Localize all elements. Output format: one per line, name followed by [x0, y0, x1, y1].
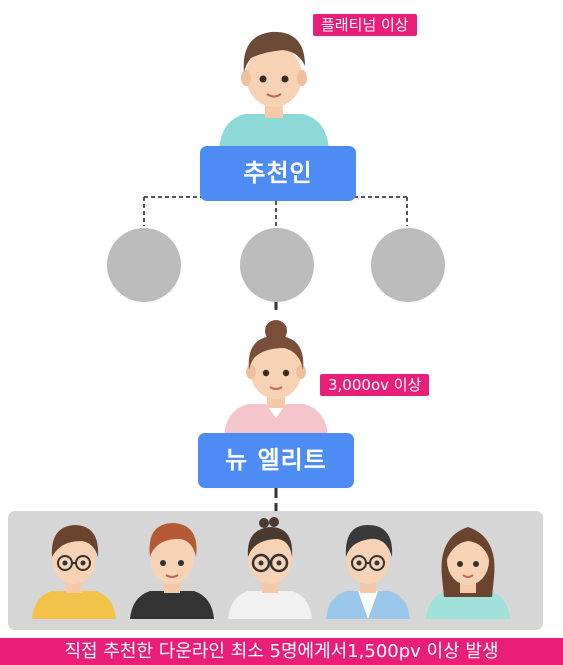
new-elite-label: 뉴 엘리트	[225, 446, 327, 474]
footer-condition-text: 직접 추천한 다운라인 최소 5명에게서1,500pv 이상 발생	[64, 641, 499, 662]
downline-person-2	[130, 523, 214, 619]
recommender-label: 추천인	[243, 159, 313, 187]
footer-condition-banner: 직접 추천한 다운라인 최소 5명에게서1,500pv 이상 발생	[0, 638, 563, 665]
recommender-badge: 플래티넘 이상	[313, 14, 417, 36]
downline-person-1	[32, 525, 116, 619]
placeholder-circle-center	[240, 228, 314, 302]
placeholder-circle-right	[371, 228, 445, 302]
recommender-shirt	[219, 114, 329, 150]
downline-person-3	[228, 517, 312, 619]
recommender-label-box: 추천인	[200, 146, 356, 201]
new-elite-label-box: 뉴 엘리트	[198, 433, 354, 488]
placeholder-circle-left	[107, 228, 181, 302]
new-elite-avatar	[224, 320, 328, 436]
downline-person-5	[426, 527, 510, 619]
downline-person-4	[326, 525, 410, 619]
recommender-avatar	[219, 31, 329, 150]
new-elite-badge: 3,000ov 이상	[320, 374, 430, 396]
